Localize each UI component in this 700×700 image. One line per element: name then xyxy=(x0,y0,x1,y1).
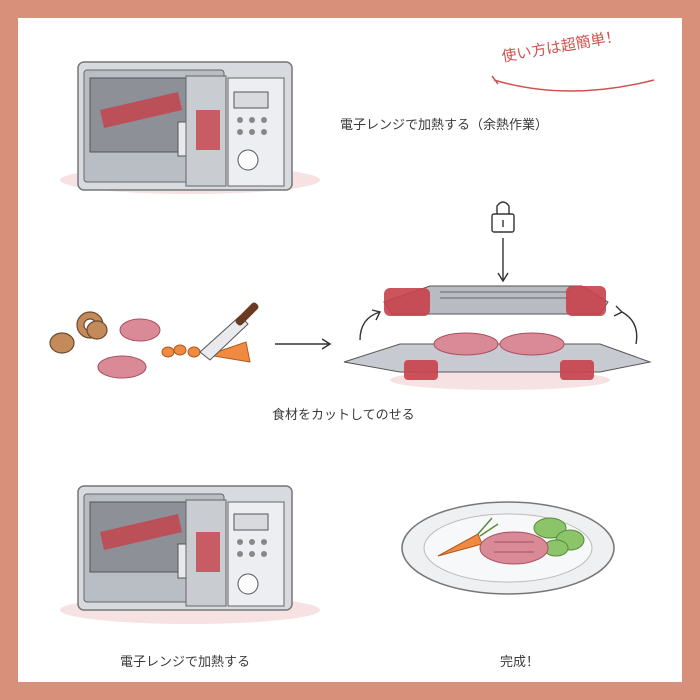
step1-label: 電子レンジで加熱する（余熱作業） xyxy=(340,118,549,133)
arrow-right-icon xyxy=(275,338,332,350)
mushroom xyxy=(49,311,108,354)
step2-label: 食材をカットしてのせる xyxy=(272,408,415,423)
finished-dish xyxy=(401,501,615,595)
step4-label: 完成！ xyxy=(500,655,540,670)
rotate-arrow-icon xyxy=(359,311,381,341)
microwave-cooking xyxy=(60,485,320,624)
rotate-arrow-icon xyxy=(621,311,638,345)
grill-plate xyxy=(343,201,652,390)
ingredients xyxy=(49,302,259,379)
lock-icon xyxy=(491,201,515,233)
badge-underline xyxy=(491,75,655,92)
arrow-down-icon xyxy=(497,238,509,283)
carrot xyxy=(161,341,251,363)
knife xyxy=(199,315,249,361)
step3-label: 電子レンジで加熱する xyxy=(120,655,251,670)
microwave-preheat xyxy=(60,61,320,194)
